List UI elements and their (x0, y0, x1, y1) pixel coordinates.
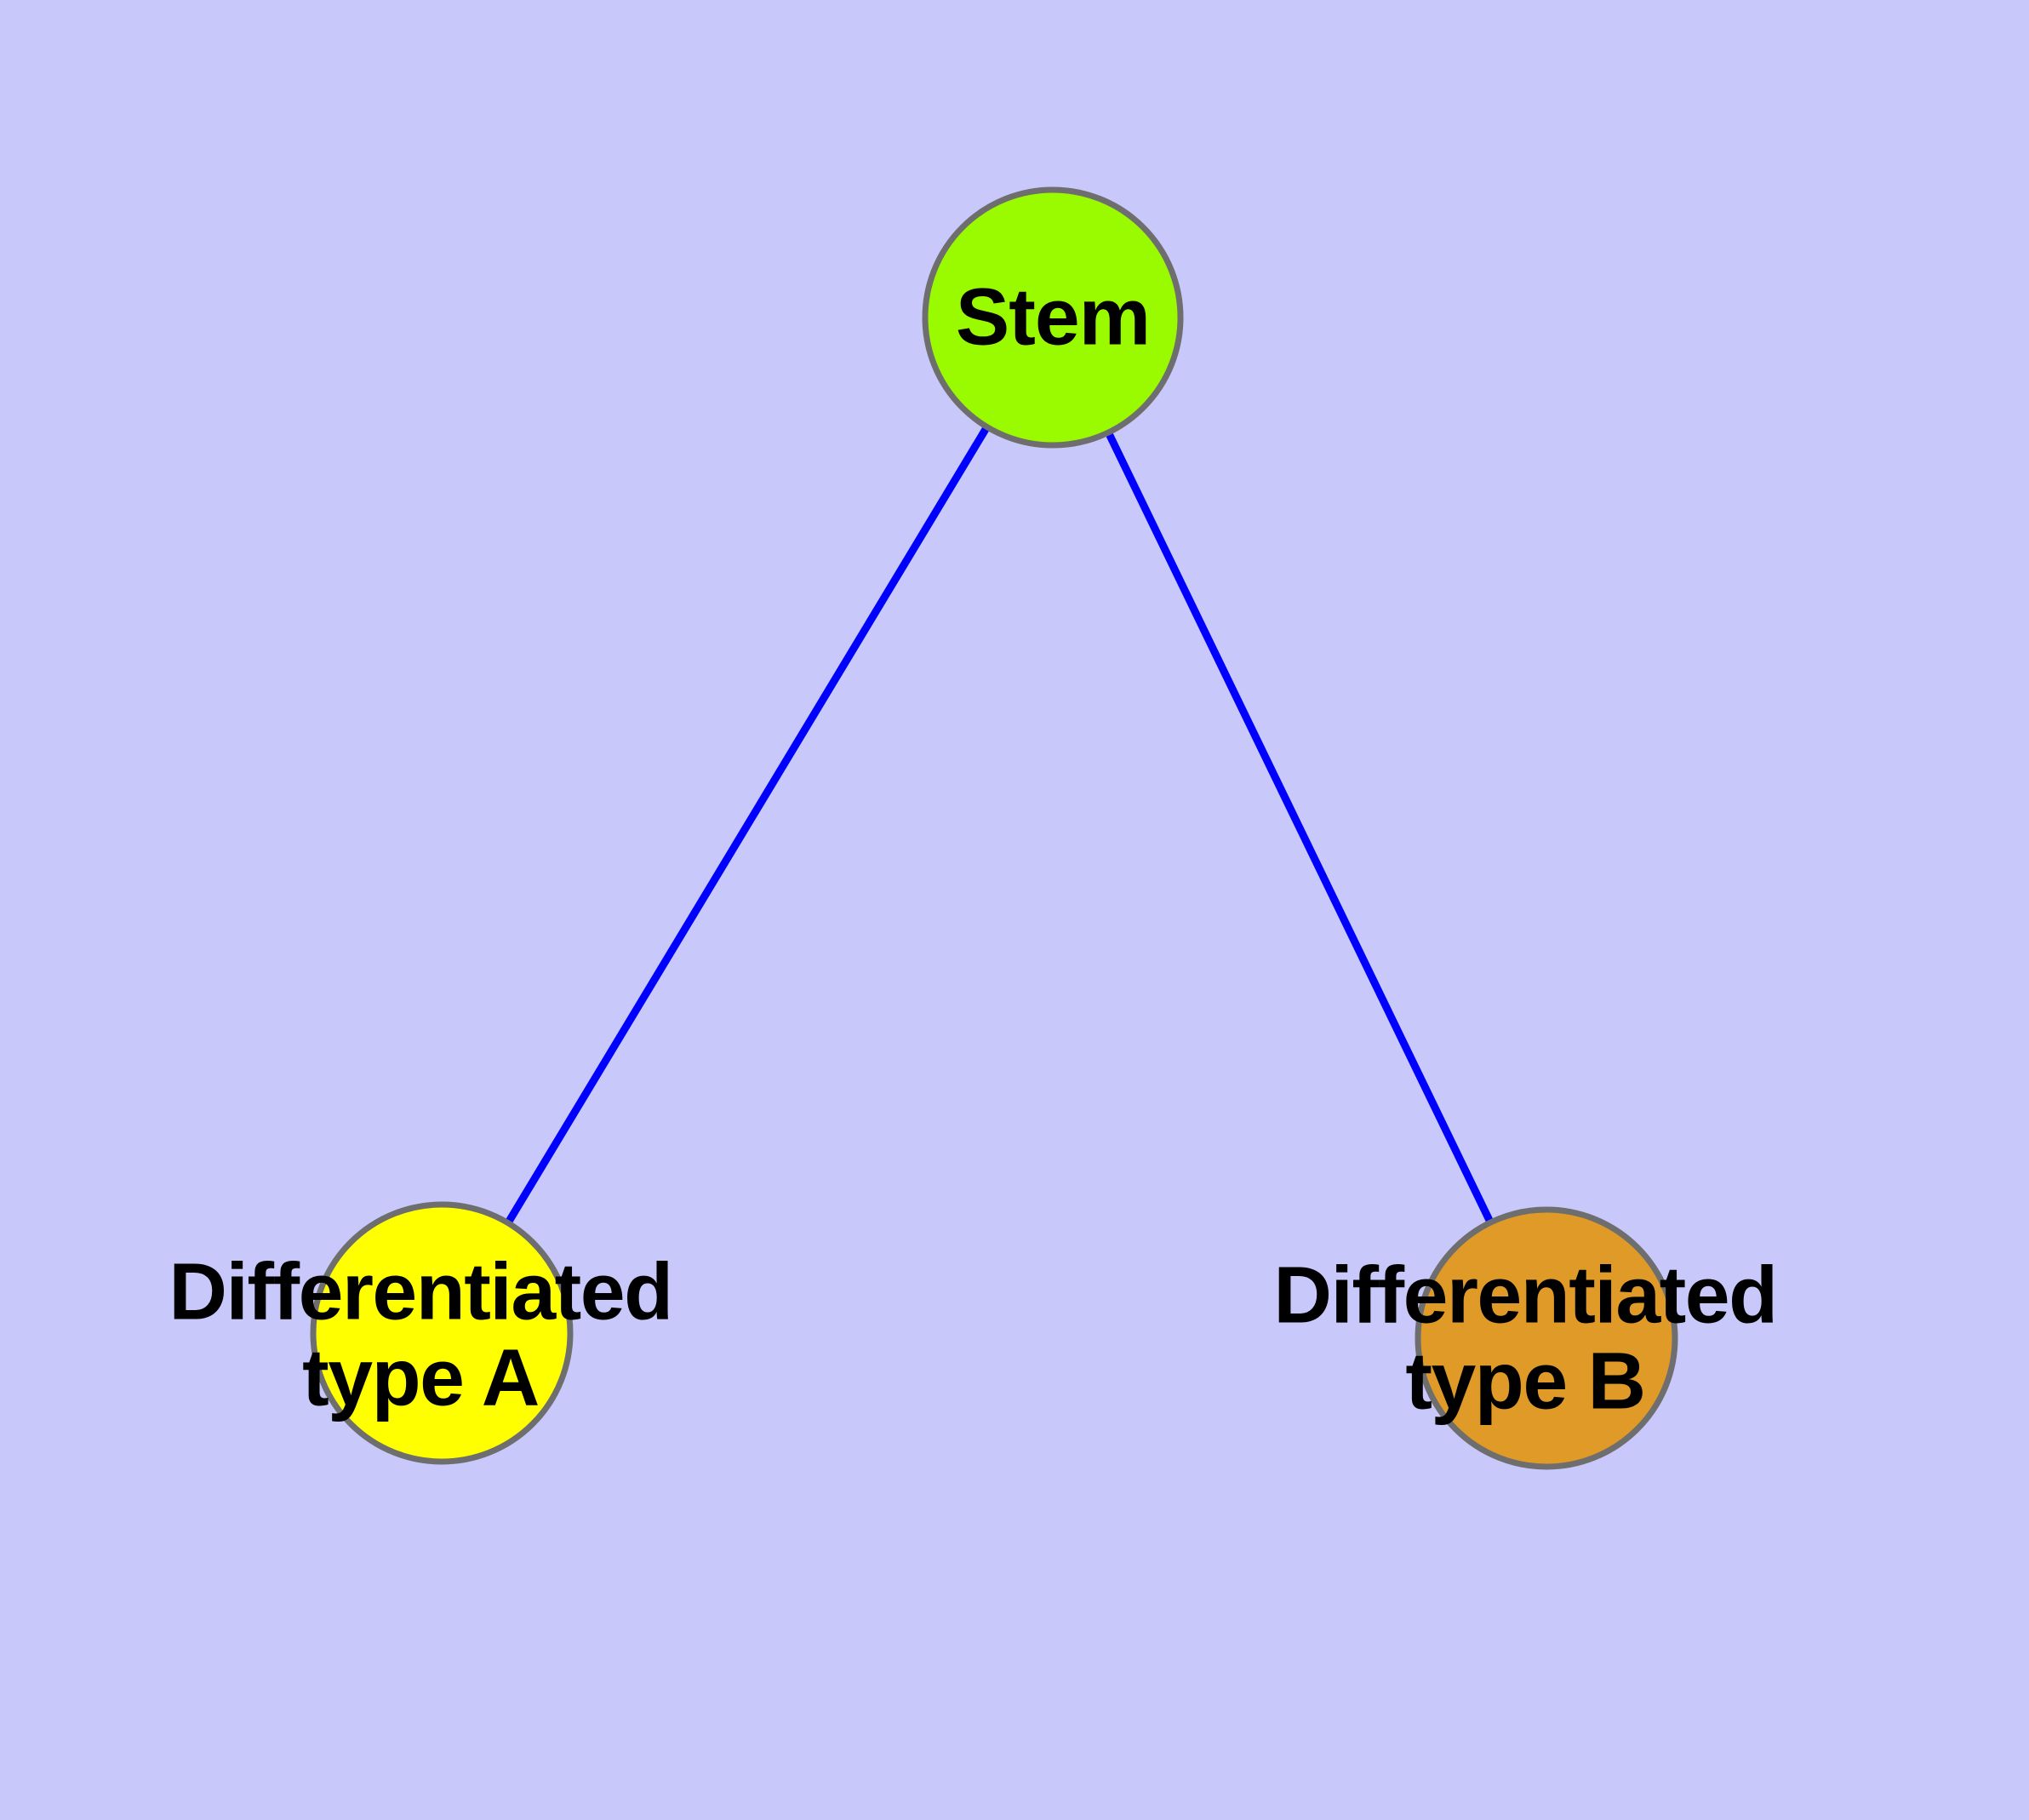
node-stem[interactable] (922, 186, 1184, 449)
node-layer (310, 186, 1678, 1470)
node-diff-a[interactable] (310, 1201, 574, 1465)
node-diff-b[interactable] (1415, 1206, 1678, 1470)
edge-stem-to-diff-a (506, 426, 990, 1224)
edge-stem-to-diff-b (1106, 432, 1494, 1223)
edge-layer (506, 426, 1494, 1224)
